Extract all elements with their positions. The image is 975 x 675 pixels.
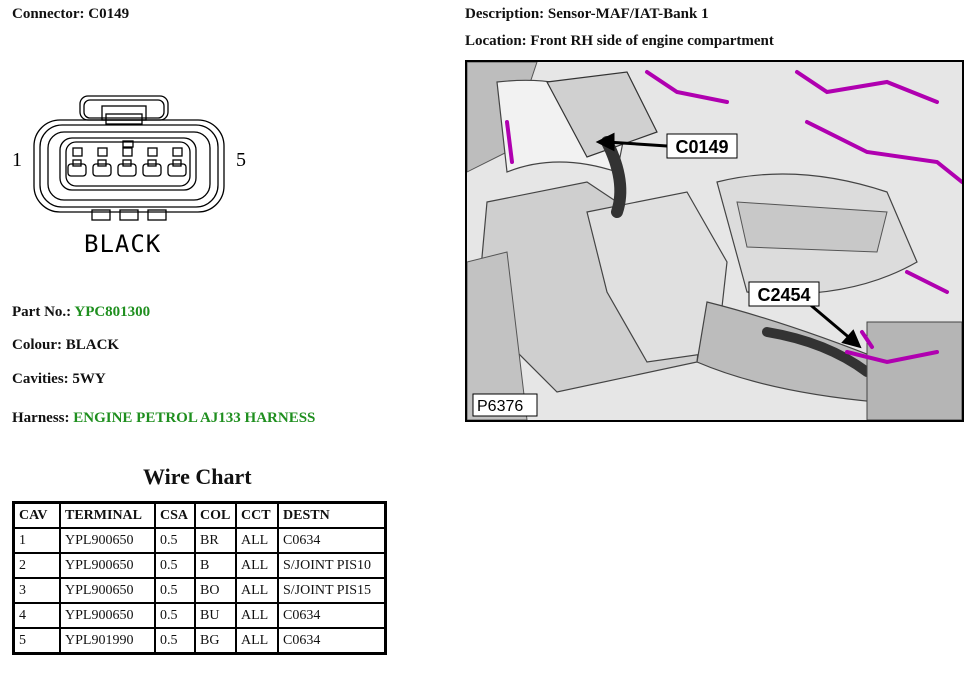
- engine-illustration: C0149 C2454 P6376: [467, 62, 962, 420]
- col-csa: CSA: [154, 501, 196, 529]
- cell-csa: 0.5: [154, 552, 196, 579]
- table-header-row: CAV TERMINAL CSA COL CCT DESTN: [12, 501, 387, 529]
- cell-cav: 3: [12, 577, 61, 604]
- cell-terminal: YPL900650: [59, 527, 156, 554]
- col-destn: DESTN: [277, 501, 387, 529]
- col-cav: CAV: [12, 501, 61, 529]
- connector-label: Connector: C0149: [12, 6, 130, 22]
- cell-destn: S/JOINT PIS15: [277, 577, 387, 604]
- cell-destn: C0634: [277, 602, 387, 629]
- cell-cav: 5: [12, 627, 61, 655]
- wire-chart-table: CAV TERMINAL CSA COL CCT DESTN 1 YPL9006…: [12, 501, 387, 655]
- cell-cct: ALL: [235, 627, 279, 655]
- cell-terminal: YPL900650: [59, 577, 156, 604]
- table-row: 4 YPL900650 0.5 BU ALL C0634: [12, 602, 387, 629]
- cell-col: B: [194, 552, 237, 579]
- cell-csa: 0.5: [154, 627, 196, 655]
- cell-destn: C0634: [277, 527, 387, 554]
- part-number-label: Part No.:: [12, 304, 72, 320]
- cell-cav: 4: [12, 602, 61, 629]
- table-row: 1 YPL900650 0.5 BR ALL C0634: [12, 527, 387, 554]
- cell-cav: 1: [12, 527, 61, 554]
- cell-csa: 0.5: [154, 527, 196, 554]
- harness: Harness: ENGINE PETROL AJ133 HARNESS: [12, 410, 315, 427]
- col-cct: CCT: [235, 501, 279, 529]
- description-label: Description: Sensor-MAF/IAT-Bank 1: [465, 6, 709, 22]
- connector-colour-label: BLACK: [84, 230, 161, 258]
- engine-compartment-image: C0149 C2454 P6376: [465, 60, 964, 422]
- cell-destn: S/JOINT PIS10: [277, 552, 387, 579]
- pin-1-label: 1: [12, 149, 22, 171]
- col-col: COL: [194, 501, 237, 529]
- cell-csa: 0.5: [154, 602, 196, 629]
- callout-c2454: C2454: [757, 285, 810, 305]
- cell-cct: ALL: [235, 577, 279, 604]
- cell-cav: 2: [12, 552, 61, 579]
- col-terminal: TERMINAL: [59, 501, 156, 529]
- harness-label: Harness:: [12, 410, 70, 426]
- cell-col: BG: [194, 627, 237, 655]
- part-number: Part No.: YPC801300: [12, 304, 150, 321]
- figure-id: P6376: [477, 398, 523, 415]
- table-row: 5 YPL901990 0.5 BG ALL C0634: [12, 627, 387, 655]
- callout-c0149: C0149: [675, 137, 728, 157]
- table-row: 2 YPL900650 0.5 B ALL S/JOINT PIS10: [12, 552, 387, 579]
- location-label: Location: Front RH side of engine compar…: [465, 33, 774, 49]
- cell-col: BR: [194, 527, 237, 554]
- cell-destn: C0634: [277, 627, 387, 655]
- cell-csa: 0.5: [154, 577, 196, 604]
- cell-terminal: YPL901990: [59, 627, 156, 655]
- pin-5-label: 5: [236, 149, 246, 171]
- cell-cct: ALL: [235, 552, 279, 579]
- wire-chart-title: Wire Chart: [143, 464, 252, 489]
- cell-terminal: YPL900650: [59, 552, 156, 579]
- cell-terminal: YPL900650: [59, 602, 156, 629]
- cell-col: BU: [194, 602, 237, 629]
- part-number-value: YPC801300: [74, 304, 151, 320]
- cell-col: BO: [194, 577, 237, 604]
- connector-face-drawing: 1 5 BLACK: [12, 95, 246, 258]
- colour-label: Colour: BLACK: [12, 337, 120, 353]
- cell-cct: ALL: [235, 527, 279, 554]
- cavities-label: Cavities: 5WY: [12, 371, 106, 387]
- table-row: 3 YPL900650 0.5 BO ALL S/JOINT PIS15: [12, 577, 387, 604]
- harness-value: ENGINE PETROL AJ133 HARNESS: [73, 410, 316, 426]
- cell-cct: ALL: [235, 602, 279, 629]
